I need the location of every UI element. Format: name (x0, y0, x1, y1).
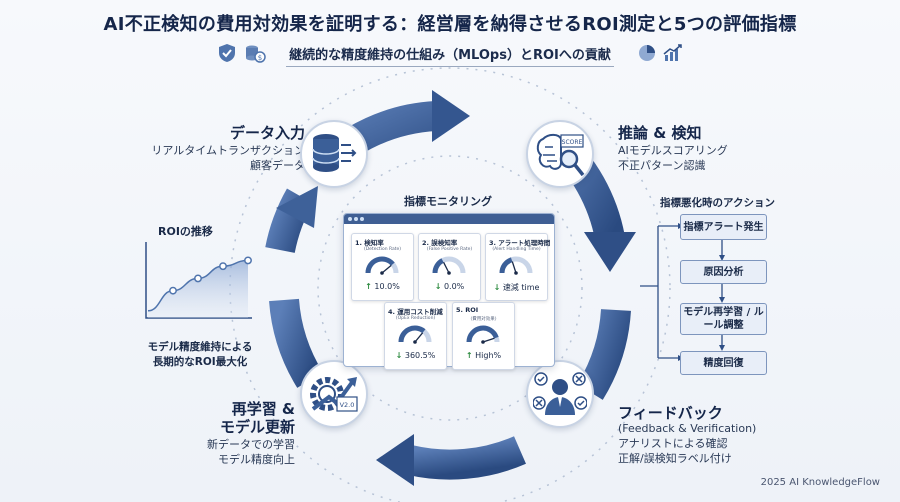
stage-retrain-line: 新データでの学習 (207, 438, 295, 451)
metric-card-value-text: High% (475, 351, 502, 360)
subtitle-underline (286, 66, 614, 67)
metric-card-subtitle: (Detection Rate) (363, 247, 402, 252)
metric-card-subtitle: (False Positive Rate) (426, 247, 473, 252)
roi-caption: モデル精度維持による 長期的なROI最大化 (125, 340, 275, 370)
stage-feedback-line: アナリストによる確認 (618, 437, 728, 450)
metric-card-subtitle: (費用対効果) (470, 317, 497, 322)
action-step-analysis: 原因分析 (680, 260, 767, 284)
page-subtitle: 継続的な精度維持の仕組み（MLOps）とROIへの貢献 (289, 48, 611, 63)
metric-card-value: ↓ 速減 time (486, 282, 547, 293)
metric-card: 2. 誤検知率(False Positive Rate) ↓ 0.0% (418, 233, 481, 301)
gear-update-icon: V2.0 (310, 377, 358, 412)
database-icon-badge (300, 120, 368, 188)
stage-data-input-line: 顧客データ (250, 159, 305, 172)
gauge-icon (466, 325, 500, 344)
stage-retrain-line: モデル精度向上 (218, 453, 295, 466)
panel-titlebar (344, 214, 554, 224)
metric-card-value: ↓ 360.5% (385, 351, 446, 360)
window-dot-icon (360, 217, 364, 221)
action-step-retrain: モデル再学習 / ルール調整 (680, 303, 767, 335)
stage-inference-line: AIモデルスコアリング (618, 144, 728, 157)
roi-area (148, 260, 248, 318)
footer-credit: 2025 AI KnowledgeFlow (760, 477, 880, 488)
metric-card-subtitle: (OpEx Reduction) (395, 316, 436, 321)
window-dot-icon (348, 217, 352, 221)
roi-point (169, 286, 177, 295)
trend-arrow-icon: ↑ (465, 351, 473, 360)
gear-version-icon-badge: V2.0 (300, 360, 368, 428)
version-label: V2.0 (340, 401, 355, 409)
window-dot-icon (354, 217, 358, 221)
metric-card: 4. 運用コスト削減(OpEx Reduction) ↓ 360.5% (384, 302, 447, 370)
stage-inference-desc: AIモデルスコアリング 不正パターン認識 (618, 143, 778, 173)
metric-card-value-text: 10.0% (374, 282, 400, 291)
roi-trend-title: ROIの推移 (158, 225, 213, 238)
metric-card-title: 5. ROI (456, 306, 479, 314)
trend-arrow-icon: ↓ (434, 282, 442, 291)
gauge-icon (398, 325, 432, 344)
roi-caption-line: モデル精度維持による (147, 341, 253, 353)
subtitle-block: $ 継続的な精度維持の仕組み（MLOps）とROIへの貢献 (200, 42, 700, 72)
metric-card-value: ↑ High% (453, 351, 514, 360)
gauge-icon (499, 256, 533, 275)
shield-check-icon (219, 44, 235, 62)
action-step-recover: 精度回復 (680, 351, 767, 375)
metric-card-value-text: 速減 time (502, 283, 540, 292)
brain-search-icon: SCORE (536, 133, 585, 177)
metric-card-title: 2. 誤検知率 (422, 239, 458, 247)
gauge-icon (365, 256, 399, 275)
metric-card-value: ↑ 10.0% (352, 282, 413, 291)
monitoring-title: 指標モニタリング (404, 195, 492, 208)
action-step-alert: 指標アラート発生 (680, 214, 767, 240)
trend-arrow-icon: ↓ (493, 283, 501, 292)
pie-chart-icon (639, 45, 655, 61)
stage-feedback-title: フィードバック (618, 404, 723, 422)
stage-inference-title: 推論 & 検知 (618, 124, 702, 142)
metric-card-subtitle: (Alert Handling Time) (492, 247, 541, 252)
stage-data-input-line: リアルタイムトランザクション (151, 144, 305, 157)
stage-retrain-title-line: モデル更新 (219, 418, 295, 436)
actions-title: 指標悪化時のアクション (660, 197, 775, 209)
svg-text:$: $ (258, 54, 262, 62)
action-connector-lines (640, 223, 725, 361)
metric-card-value-text: 360.5% (404, 351, 436, 360)
metric-card-value-text: 0.0% (443, 282, 465, 291)
roi-caption-line: 長期的なROI最大化 (152, 356, 248, 368)
trend-arrow-icon: ↑ (365, 282, 372, 291)
metric-card: 5. ROI (費用対効果) ↑ High% (452, 302, 515, 370)
roi-point (194, 274, 202, 283)
metric-card-title: 4. 運用コスト削減 (388, 308, 443, 316)
stage-retrain-desc: 新データでの学習 モデル精度向上 (150, 437, 295, 467)
database-icon (312, 134, 357, 172)
metric-card: 3. アラート処理時間(Alert Handling Time) ↓ 速減 tim… (485, 233, 551, 301)
roi-trend-chart (145, 242, 252, 319)
page-title: AI不正検知の費用対効果を証明する：経営層を納得させるROI測定と5つの評価指標 (103, 14, 797, 35)
stage-inference-line: 不正パターン認識 (618, 159, 706, 172)
stage-retrain-title-line: 再学習 & (231, 400, 295, 418)
analyst-review-icon (533, 372, 587, 415)
brain-search-icon-badge: SCORE (526, 120, 594, 188)
metric-card: 1. 検知率(Detection Rate) ↑ 10.0% (351, 233, 414, 301)
monitoring-panel: 1. 検知率(Detection Rate) ↑ 10.0% 2. 誤検知率(Fal… (343, 213, 555, 370)
metric-card-value: ↓ 0.0% (419, 282, 480, 291)
trend-arrow-icon: ↓ (395, 351, 403, 360)
metric-card-title: 1. 検知率 (355, 239, 384, 247)
stage-data-input-title: データ入力 (229, 124, 305, 142)
metric-card-title: 3. アラート処理時間 (489, 239, 551, 247)
growth-chart-icon (663, 44, 682, 61)
coin-stack-icon: $ (246, 45, 266, 63)
analyst-icon-badge (526, 360, 594, 428)
score-label: SCORE (562, 139, 583, 146)
roi-point (219, 262, 227, 271)
roi-point (244, 256, 252, 265)
stage-feedback-line: (Feedback & Verification) (618, 422, 757, 435)
gauge-icon (432, 256, 466, 275)
stage-feedback-line: 正解/誤検知ラベル付け (618, 452, 732, 465)
stage-retrain-title: 再学習 & モデル更新 (195, 400, 295, 436)
stage-feedback-desc: (Feedback & Verification) アナリストによる確認 正解/… (618, 421, 788, 466)
stage-data-input-desc: リアルタイムトランザクション 顧客データ (120, 143, 305, 173)
